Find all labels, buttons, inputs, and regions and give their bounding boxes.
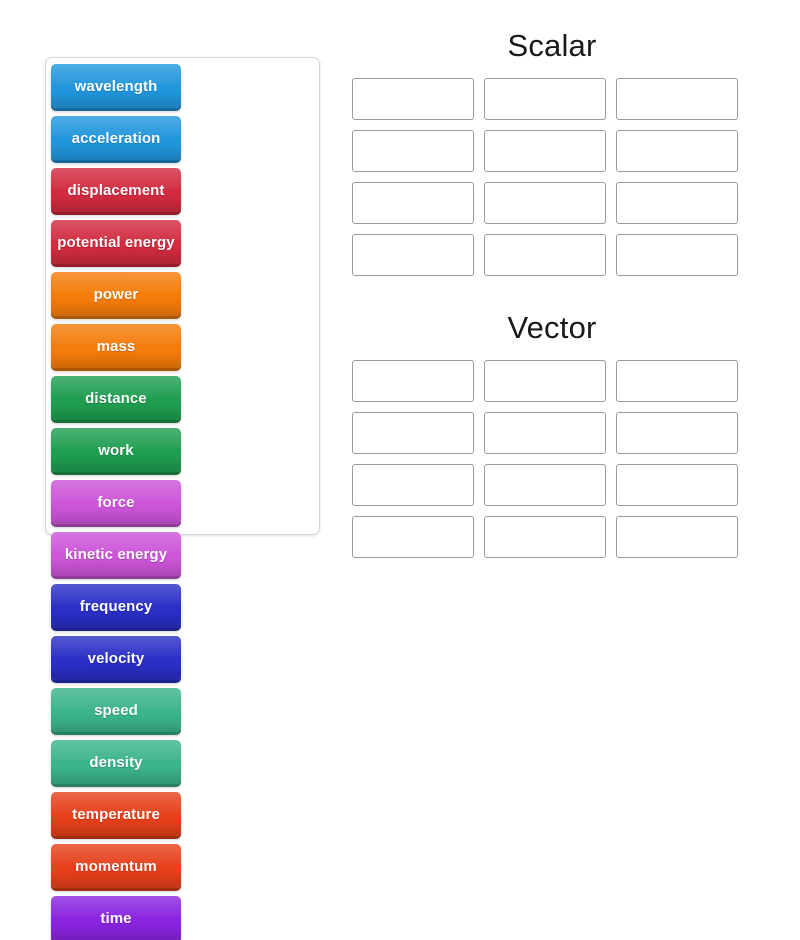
drop-slot-grid-vector: [352, 360, 752, 558]
drop-slot[interactable]: [616, 234, 738, 276]
word-tile[interactable]: wavelength: [51, 64, 181, 108]
word-tile-label: displacement: [67, 181, 165, 199]
drop-slot[interactable]: [616, 182, 738, 224]
word-tile[interactable]: displacement: [51, 168, 181, 212]
word-tile-label: momentum: [75, 857, 157, 875]
word-tile-label: distance: [85, 389, 147, 407]
word-tile-label: temperature: [72, 805, 160, 823]
word-tile-label: wavelength: [74, 77, 158, 95]
word-tile-tray[interactable]: wavelength acceleration displacement potent…: [45, 57, 320, 940]
drop-slot[interactable]: [484, 182, 606, 224]
drop-slot[interactable]: [352, 182, 474, 224]
drop-slot[interactable]: [352, 412, 474, 454]
drop-slot[interactable]: [484, 78, 606, 120]
drop-slot[interactable]: [616, 78, 738, 120]
word-tile[interactable]: density: [51, 740, 181, 784]
word-tile[interactable]: frequency: [51, 584, 181, 628]
word-tile[interactable]: distance: [51, 376, 181, 420]
drop-slot[interactable]: [352, 130, 474, 172]
word-tile[interactable]: time: [51, 896, 181, 940]
drop-slot[interactable]: [616, 360, 738, 402]
drop-slot[interactable]: [616, 516, 738, 558]
word-tile[interactable]: velocity: [51, 636, 181, 680]
word-tile-label: speed: [94, 701, 138, 719]
drop-slot[interactable]: [484, 464, 606, 506]
word-tile-label: potential energy: [57, 233, 175, 251]
word-tile-grid: wavelength acceleration displacement potent…: [51, 64, 314, 940]
word-tile-label: kinetic energy: [64, 545, 168, 563]
drop-slot[interactable]: [352, 78, 474, 120]
drop-slot[interactable]: [484, 234, 606, 276]
word-tile-label: time: [100, 909, 132, 927]
word-tile[interactable]: kinetic energy: [51, 532, 181, 576]
drop-slot[interactable]: [616, 130, 738, 172]
drop-slot[interactable]: [484, 516, 606, 558]
category-title-vector: Vector: [507, 310, 597, 345]
drop-slot[interactable]: [352, 234, 474, 276]
word-tile[interactable]: temperature: [51, 792, 181, 836]
category-vector: Vector: [352, 310, 752, 558]
word-tile-label: acceleration: [71, 129, 161, 147]
drop-slot[interactable]: [352, 360, 474, 402]
drop-slot[interactable]: [352, 516, 474, 558]
word-tile[interactable]: momentum: [51, 844, 181, 888]
word-tile[interactable]: acceleration: [51, 116, 181, 160]
word-tile[interactable]: force: [51, 480, 181, 524]
word-tile[interactable]: speed: [51, 688, 181, 732]
drop-slot[interactable]: [484, 360, 606, 402]
word-tile-label: work: [98, 441, 134, 459]
drop-slot-grid-scalar: [352, 78, 752, 276]
word-tile-label: density: [89, 753, 143, 771]
word-tile-label: frequency: [79, 597, 153, 615]
word-tile[interactable]: potential energy: [51, 220, 181, 264]
category-title-scalar: Scalar: [507, 28, 597, 63]
word-tile-label: mass: [96, 337, 136, 355]
drop-slot[interactable]: [616, 412, 738, 454]
drop-slot[interactable]: [484, 412, 606, 454]
word-tile-label: force: [97, 493, 135, 511]
word-tile[interactable]: mass: [51, 324, 181, 368]
word-tile-label: power: [93, 285, 139, 303]
category-scalar: Scalar: [352, 28, 752, 276]
word-tile[interactable]: power: [51, 272, 181, 316]
drop-slot[interactable]: [616, 464, 738, 506]
drop-slot[interactable]: [352, 464, 474, 506]
drop-slot[interactable]: [484, 130, 606, 172]
word-tile[interactable]: work: [51, 428, 181, 472]
word-tile-label: velocity: [87, 649, 145, 667]
